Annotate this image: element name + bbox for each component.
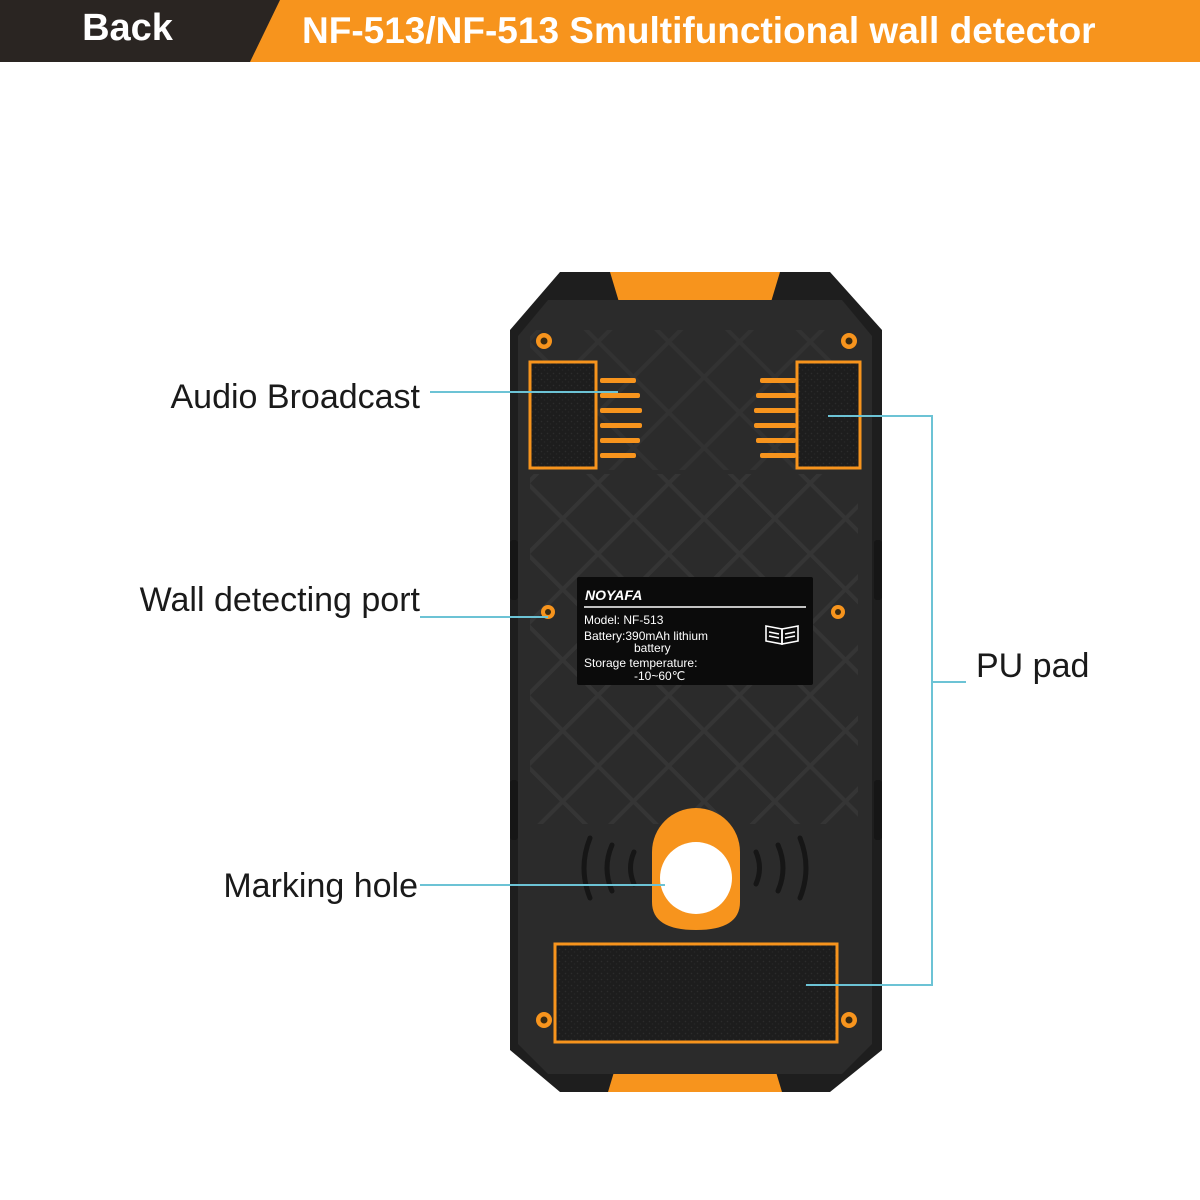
pu-pad-top-left	[528, 360, 598, 470]
back-label[interactable]: Back	[82, 7, 173, 49]
callout-line-pu-bracket	[806, 415, 933, 986]
speaker-grille-left	[600, 378, 642, 458]
brand-logo: NOYAFA	[585, 587, 642, 603]
label-storage-2: -10~60℃	[634, 669, 685, 683]
marking-hole	[660, 842, 732, 914]
label-battery-1: Battery:390mAh lithium	[584, 629, 708, 643]
callout-audio-broadcast: Audio Broadcast	[170, 378, 421, 416]
device-label-plate	[577, 577, 813, 685]
label-battery-2: battery	[634, 641, 671, 655]
callout-wall-detecting-port: Wall detecting port	[139, 581, 420, 619]
page-title: NF-513/NF-513 Smultifunctional wall dete…	[302, 10, 1096, 51]
sensor-arcs	[581, 835, 809, 901]
back-tab[interactable]	[0, 0, 280, 62]
callout-marking-hole: Marking hole	[223, 867, 418, 905]
corner-screws	[536, 333, 857, 1028]
callout-pu-pad: PU pad	[976, 647, 1090, 685]
speaker-grille-right	[754, 378, 796, 458]
label-model: Model: NF-513	[584, 613, 664, 627]
open-book-icon	[765, 625, 799, 645]
callout-lines	[420, 391, 966, 986]
side-grips	[510, 540, 882, 840]
header-banner: Back NF-513/NF-513 Smultifunctional wall…	[0, 0, 1200, 62]
label-storage-1: Storage temperature:	[584, 656, 697, 670]
pu-pad-bottom	[553, 942, 839, 1044]
